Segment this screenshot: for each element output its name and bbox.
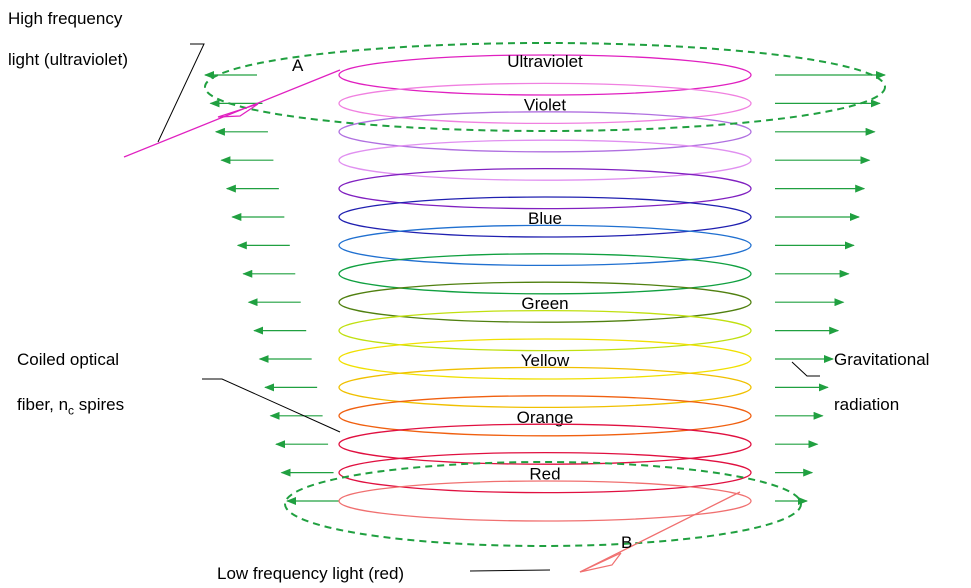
spire-7 xyxy=(338,253,752,295)
spire-label-red: Red xyxy=(529,465,560,484)
coiled-fiber-subscript: c xyxy=(68,403,75,418)
spire-5 xyxy=(338,196,752,238)
gravitational-line1: Gravitational xyxy=(834,350,930,369)
top-dashed-boundary xyxy=(204,42,886,132)
spire-2 xyxy=(338,111,752,153)
gravitational-radiation-arrows xyxy=(204,71,886,505)
output-fiber xyxy=(579,491,741,573)
spire-label-violet: Violet xyxy=(524,95,566,114)
spire-label-yellow: Yellow xyxy=(521,351,570,370)
coiled-fiber-label: Coiled optical xyxy=(17,350,119,370)
coiled-fiber-prefix: fiber, n xyxy=(17,395,69,414)
spire-14 xyxy=(338,451,752,494)
spire-11 xyxy=(338,366,752,409)
spire-10 xyxy=(338,338,752,380)
gravitational-label: Gravitational xyxy=(834,350,929,370)
spire-12 xyxy=(338,395,752,437)
coiled-fiber-line1: Coiled optical xyxy=(17,350,120,369)
input-fiber xyxy=(123,69,341,158)
high-frequency-label: High frequency xyxy=(8,9,122,29)
high-frequency-line1: High frequency xyxy=(8,9,123,28)
gravitational-line2: radiation xyxy=(834,395,900,414)
spire-15 xyxy=(338,480,752,522)
high-frequency-line2: light (ultraviolet) xyxy=(8,50,128,69)
spire-0 xyxy=(338,54,752,96)
spire-label-green: Green xyxy=(521,294,568,313)
point-b-label: B xyxy=(621,533,632,552)
spire-6 xyxy=(338,224,752,267)
point-a-label: A xyxy=(292,56,304,75)
spire-4 xyxy=(338,167,752,210)
leader-lines xyxy=(157,43,820,572)
spire-13 xyxy=(338,423,752,465)
leader-coiled-fiber xyxy=(202,378,341,433)
ultraviolet-light-label: light (ultraviolet) xyxy=(8,50,128,70)
spire-1 xyxy=(338,82,752,125)
spire-9 xyxy=(338,309,752,352)
spire-3 xyxy=(338,139,752,181)
coiled-fiber-suffix: spires xyxy=(74,395,125,414)
bottom-dashed-boundary xyxy=(284,461,802,547)
spire-label-ultraviolet: Ultraviolet xyxy=(507,52,583,71)
spire-8 xyxy=(338,281,752,323)
leader-high-frequency xyxy=(157,43,205,143)
coiled-fiber-spires-label: fiber, nc spires xyxy=(17,395,124,417)
spire-label-blue: Blue xyxy=(528,209,562,228)
low-frequency-text: Low frequency light (red) xyxy=(217,564,405,583)
spire-label-orange: Orange xyxy=(517,408,574,427)
low-frequency-label: Low frequency light (red) xyxy=(217,564,404,584)
radiation-label: radiation xyxy=(834,395,899,415)
leader-gravitational xyxy=(791,361,820,377)
coiled-optical-fiber: UltravioletVioletBlueGreenYellowOrangeRe… xyxy=(338,52,752,522)
leader-low-frequency xyxy=(469,569,551,572)
